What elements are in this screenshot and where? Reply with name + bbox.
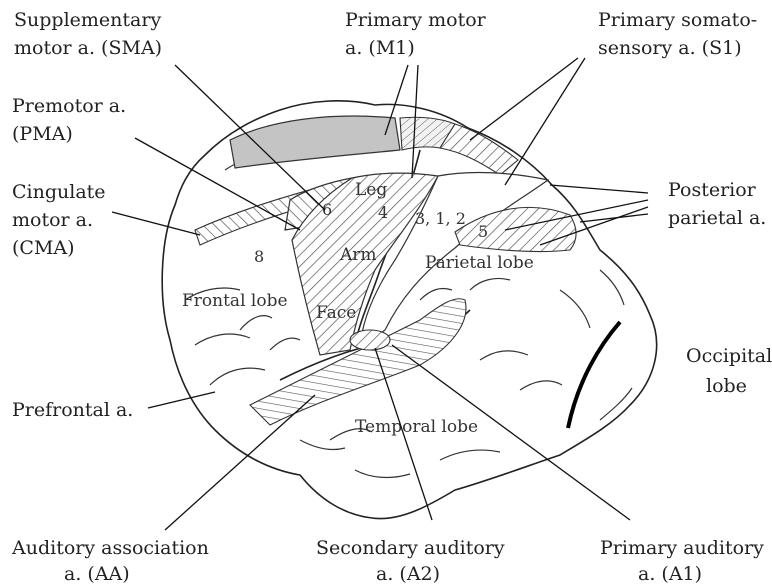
svg-text:Secondary auditory: Secondary auditory [316,537,505,559]
inner-label-face: Face [316,303,356,323]
inner-label-leg: Leg [355,180,387,200]
svg-text:motor a. (SMA): motor a. (SMA) [14,37,162,59]
label-occipital: Occipital lobe [686,345,772,397]
label-s1: Primary somato- sensory a. (S1) [598,9,757,59]
svg-text:Cingulate: Cingulate [12,181,106,203]
svg-text:a. (A2): a. (A2) [376,563,440,584]
label-sma: Supplementary motor a. (SMA) [14,9,162,59]
svg-text:Primary auditory: Primary auditory [600,537,764,559]
label-ppa: Posterior parietal a. [668,179,766,229]
svg-text:Auditory association: Auditory association [11,537,209,559]
svg-text:parietal a.: parietal a. [668,207,766,229]
svg-text:Supplementary: Supplementary [14,9,161,31]
svg-text:sensory a. (S1): sensory a. (S1) [598,37,742,59]
svg-text:(PMA): (PMA) [12,123,73,145]
svg-text:lobe: lobe [706,375,747,397]
svg-text:Occipital: Occipital [686,345,772,367]
inner-label-area-5: 5 [478,222,488,241]
label-prefrontal: Prefrontal a. [12,399,133,421]
inner-label-temporal-lobe: Temporal lobe [355,417,478,437]
svg-text:motor a.: motor a. [12,209,93,231]
label-pma: Premotor a. (PMA) [12,95,126,145]
inner-label-area-312: 3, 1, 2 [415,209,466,228]
a1-a2-region [350,330,390,350]
inner-label-area-8: 8 [254,247,264,266]
svg-text:Primary motor: Primary motor [345,9,487,31]
label-aa: Auditory association a. (AA) [11,537,209,584]
svg-text:Posterior: Posterior [668,179,757,201]
svg-text:a. (AA): a. (AA) [64,563,130,584]
svg-text:a. (M1): a. (M1) [345,37,415,59]
inner-label-area-6: 6 [322,200,332,219]
svg-text:Primary somato-: Primary somato- [598,9,757,31]
inner-label-frontal-lobe: Frontal lobe [182,291,288,311]
svg-text:(CMA): (CMA) [12,237,75,259]
inner-label-parietal-lobe: Parietal lobe [425,253,534,273]
svg-text:Premotor a.: Premotor a. [12,95,126,117]
label-cma: Cingulate motor a. (CMA) [12,181,106,259]
inner-label-area-4: 4 [378,203,388,222]
occipital-boundary [568,322,620,428]
svg-text:a. (A1): a. (A1) [638,563,702,584]
label-a1: Primary auditory a. (A1) [600,537,764,584]
label-a2: Secondary auditory a. (A2) [316,537,505,584]
inner-label-arm: Arm [339,245,377,265]
label-m1: Primary motor a. (M1) [345,9,487,59]
